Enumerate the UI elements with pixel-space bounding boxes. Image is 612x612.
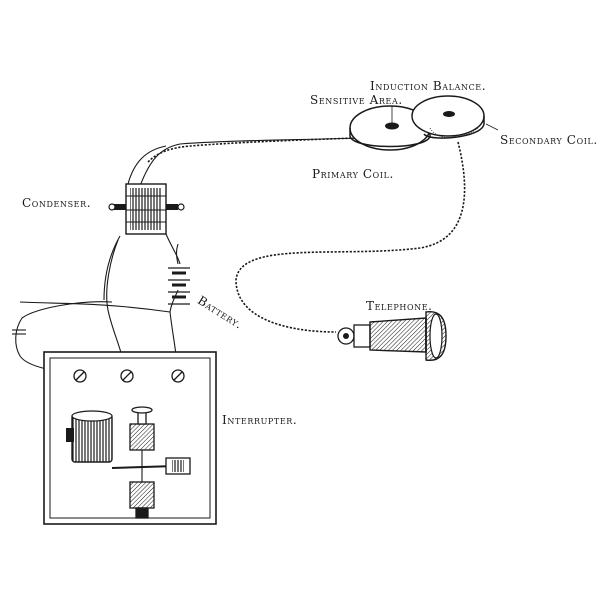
telephone-receiver — [337, 311, 447, 361]
braided-cords — [147, 137, 466, 333]
condenser-upper-wire — [127, 145, 167, 185]
terminal-screws — [73, 369, 185, 383]
label-induction-balance: Induction Balance. — [370, 79, 487, 93]
armature — [111, 457, 191, 475]
condenser-left-wire — [103, 235, 121, 301]
contact-posts — [129, 406, 155, 519]
primary-cord — [147, 137, 356, 163]
electromagnet-coil — [66, 410, 113, 463]
label-secondary-coil: Secondary Coil. — [500, 133, 598, 147]
battery — [168, 267, 190, 305]
label-telephone: Telephone. — [366, 299, 433, 313]
top-bus-wire — [19, 301, 171, 313]
condenser — [108, 183, 185, 235]
label-leaders — [391, 106, 499, 131]
induction-balance — [349, 95, 485, 151]
interrupter-board — [43, 351, 217, 525]
battery-top-wire — [175, 243, 179, 265]
label-sensitive-area: Sensitive Area. — [310, 93, 403, 107]
label-primary-coil: Primary Coil. — [312, 167, 394, 181]
battery-bottom-wire — [169, 289, 179, 313]
condenser-right-wire — [165, 233, 181, 265]
telephone-cord — [235, 141, 466, 333]
label-interrupter: Interrupter. — [222, 413, 298, 427]
label-condenser: Condenser. — [22, 196, 92, 210]
